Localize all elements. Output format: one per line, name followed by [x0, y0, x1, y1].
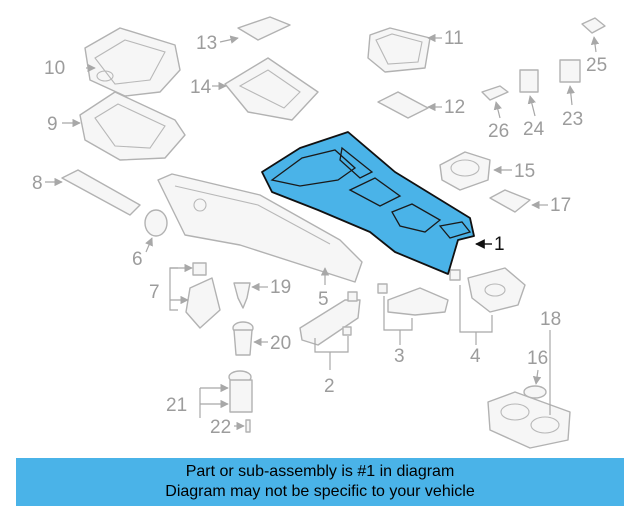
callout-14: 14 — [190, 77, 212, 98]
part-13-panel: 13 — [196, 16, 291, 54]
part-19-fastener: 19 — [233, 277, 291, 309]
callout-19: 19 — [270, 277, 291, 298]
callout-25: 25 — [586, 55, 607, 76]
banner-line-2: Diagram may not be specific to your vehi… — [165, 483, 475, 500]
callout-10: 10 — [44, 58, 65, 79]
callout-2: 2 — [324, 376, 335, 397]
part-25-cap: 25 — [581, 17, 607, 76]
part-10-bracket: 10 — [44, 27, 181, 97]
callout-22: 22 — [210, 417, 231, 438]
callout-7: 7 — [149, 282, 160, 303]
part-3-bracket: 3 — [377, 283, 449, 367]
part-1-console-highlighted: 1 — [261, 131, 505, 275]
callout-3: 3 — [394, 346, 405, 367]
callout-12: 12 — [444, 97, 465, 118]
callout-18: 18 — [540, 309, 561, 330]
callout-5: 5 — [318, 289, 329, 310]
callout-23: 23 — [562, 109, 583, 130]
part-4-bracket: 4 — [449, 267, 526, 367]
part-11-storage-bin: 11 — [367, 27, 464, 73]
parts-diagram: 10 13 14 9 8 6 5 — [32, 16, 607, 449]
part-24-switch: 24 — [519, 69, 545, 140]
callout-8: 8 — [32, 173, 43, 194]
callout-15: 15 — [514, 161, 535, 182]
callout-1: 1 — [494, 234, 505, 255]
callout-21: 21 — [166, 395, 187, 416]
part-23-switch: 23 — [559, 59, 583, 130]
part-20-socket: 20 — [232, 321, 291, 356]
callout-9: 9 — [47, 114, 58, 135]
callout-6: 6 — [132, 249, 143, 270]
part-8-trim-strip: 8 — [32, 169, 141, 216]
callout-17: 17 — [550, 195, 571, 216]
part-9-housing: 9 — [47, 91, 186, 161]
callout-24: 24 — [523, 119, 545, 140]
part-6-knob: 6 — [132, 209, 168, 270]
callout-26: 26 — [488, 121, 509, 142]
callout-11: 11 — [444, 28, 464, 49]
callout-4: 4 — [470, 346, 481, 367]
part-15-cup-insert: 15 — [439, 151, 535, 191]
part-26-switch: 26 — [481, 85, 509, 142]
callout-20: 20 — [270, 333, 291, 354]
callout-16: 16 — [527, 348, 548, 369]
callout-13: 13 — [196, 33, 217, 54]
info-banner: Part or sub-assembly is #1 in diagram Di… — [16, 458, 624, 506]
banner-line-1: Part or sub-assembly is #1 in diagram — [185, 463, 455, 480]
part-5-side-panel: 5 — [157, 173, 363, 310]
part-17-mat: 17 — [489, 189, 571, 216]
part-14-trim-plate: 14 — [190, 57, 319, 121]
part-12-mat: 12 — [377, 91, 465, 119]
part-18-cup-holder: 18 16 — [487, 309, 571, 449]
part-2-bracket: 2 — [299, 291, 361, 397]
part-7-bracket: 7 — [149, 262, 221, 329]
part-21-socket: 21 22 — [166, 370, 253, 438]
